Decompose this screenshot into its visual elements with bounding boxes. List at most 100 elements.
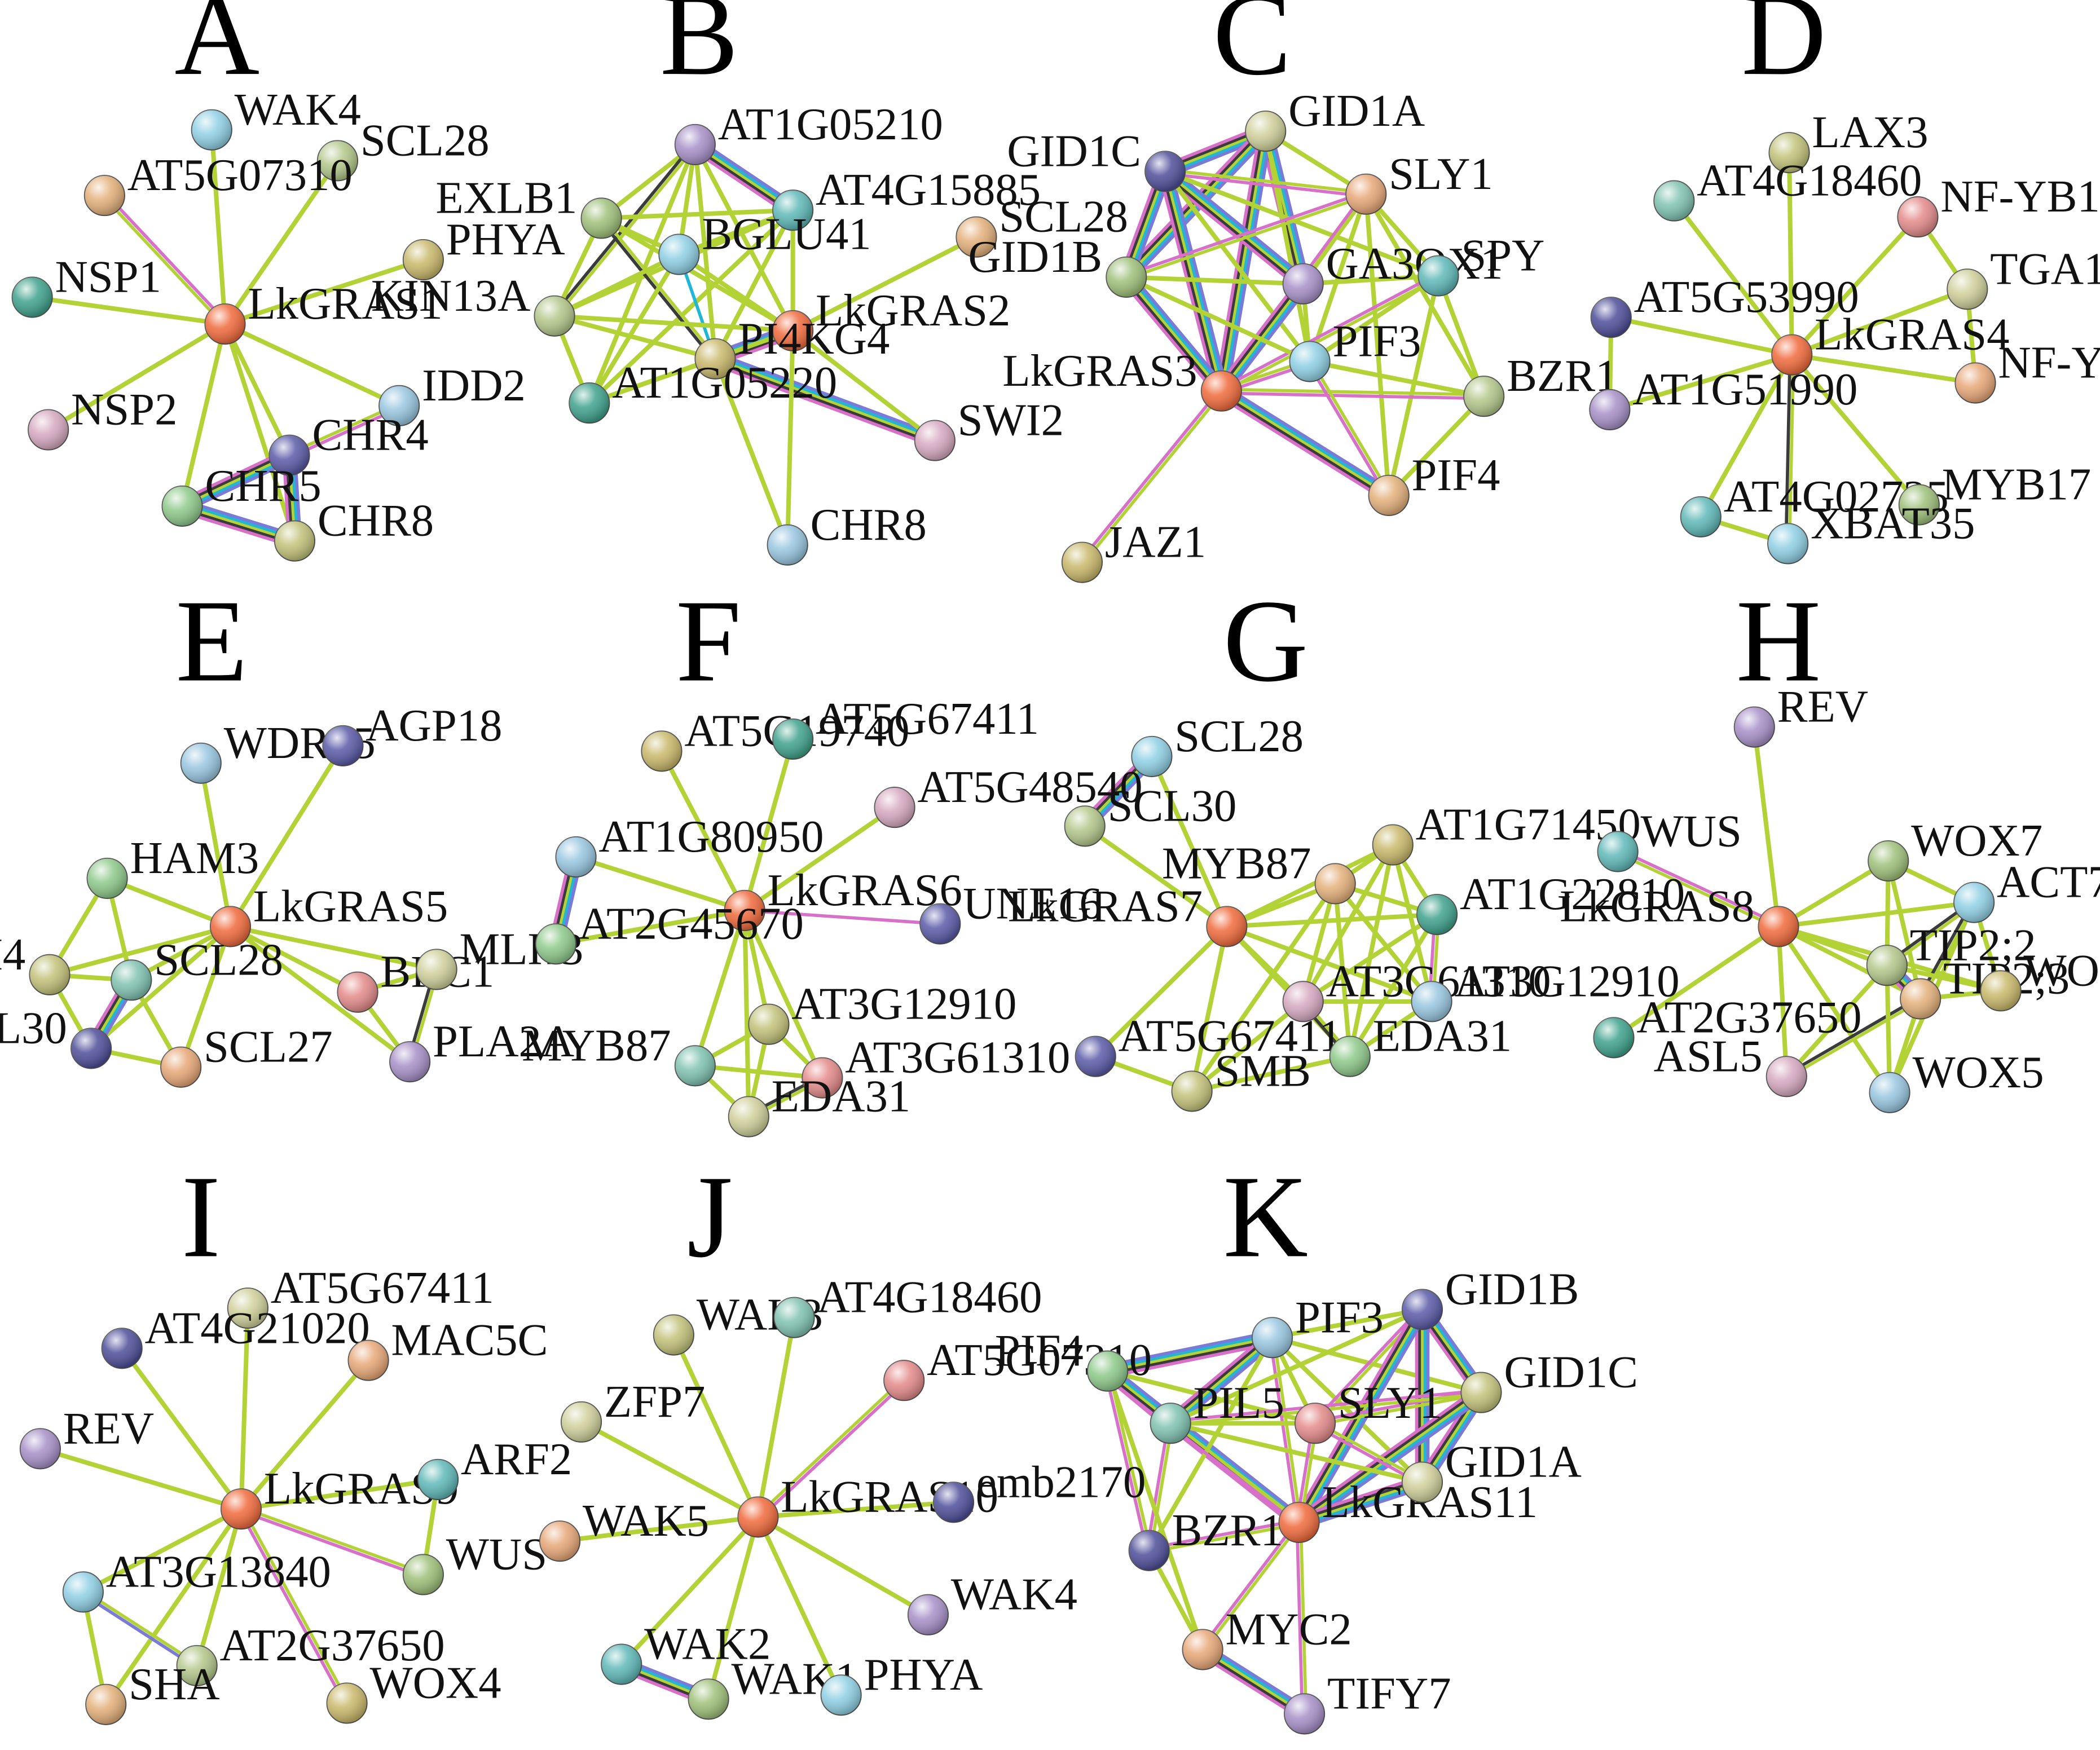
panel-c-node[interactable]: JAZ1 [1061, 517, 1206, 583]
panel-i-node[interactable]: WUS [402, 1529, 547, 1595]
panel-a-node[interactable]: CHR8 [274, 496, 434, 562]
panel-b-node[interactable]: BGLU41 [658, 209, 871, 275]
panel-a-node[interactable]: LkGRAS1 [204, 279, 443, 345]
panel-d-node[interactable]: AT1G51990 [1589, 364, 1857, 431]
panel-g-node[interactable]: SMB [1171, 1046, 1311, 1112]
panel-i-node[interactable]: AT2G37650 [176, 1620, 445, 1686]
panel-h-node[interactable]: REV [1733, 682, 1868, 748]
panel-a-node[interactable]: CHR5 [161, 461, 322, 527]
panel-f-node[interactable]: MYB87 [522, 1020, 716, 1087]
panel-k-node[interactable]: GID1A [1401, 1437, 1582, 1503]
panel-b-node[interactable]: AT1G05220 [569, 358, 837, 424]
panel-h-node[interactable]: ASL5 [1654, 1031, 1807, 1097]
panel-e-node[interactable]: HAM4 [0, 929, 71, 995]
panel-h-node[interactable]: WOX5 [1869, 1047, 2044, 1113]
panel-f-node[interactable]: AT2G45670 [535, 898, 804, 965]
panel-e-node[interactable]: SCL27 [160, 1022, 333, 1088]
panel-a-node[interactable]: CHR4 [268, 410, 429, 476]
panel-i-node[interactable]: AT5G67411 [227, 1263, 494, 1329]
panel-f-node[interactable]: AT3G61310 [802, 1033, 1070, 1099]
panel-k-node[interactable]: MYC2 [1182, 1604, 1352, 1670]
panel-e-node[interactable]: LkGRAS5 [209, 881, 448, 947]
panel-k-node[interactable]: GID1B [1401, 1264, 1579, 1330]
panel-e-node[interactable]: SCL30 [0, 1003, 112, 1069]
panel-h-node[interactable]: WUS [1597, 806, 1742, 872]
panel-j-node[interactable]: PHYA [820, 1650, 983, 1716]
panel-j-node[interactable]: WAK4 [907, 1570, 1077, 1636]
panel-d-node[interactable]: TGA10 [1947, 244, 2100, 310]
panel-f-node[interactable]: AT1G80950 [555, 812, 824, 878]
panel-c-node[interactable]: GID1A [1245, 86, 1425, 152]
panel-d-node[interactable]: NF-YB13 [1897, 171, 2100, 238]
panel-b-node[interactable]: CHR8 [767, 500, 927, 566]
panel-g-node[interactable]: AT1G22810 [1416, 869, 1685, 936]
panel-f-node[interactable]: EDA31 [728, 1072, 911, 1138]
panel-c-node[interactable]: LkGRAS3 [1002, 346, 1242, 412]
panel-g-node[interactable]: EDA31 [1329, 1011, 1512, 1077]
panel-j-node[interactable]: ZFP7 [560, 1377, 705, 1443]
panel-b-node[interactable]: SCL28 [956, 192, 1128, 258]
panel-a-node[interactable]: NSP1 [11, 252, 161, 318]
panel-f-node[interactable]: UNE16 [919, 879, 1102, 945]
panel-e-node[interactable]: HAM3 [86, 833, 259, 899]
panel-j-node[interactable]: WAK2 [601, 1619, 771, 1685]
panel-c-node[interactable]: PIF3 [1289, 316, 1421, 382]
panel-d-node[interactable]: MYB17 [1898, 460, 2092, 526]
panel-d-node[interactable]: LkGRAS4 [1771, 310, 2009, 376]
panel-f-node[interactable]: AT5G48540 [874, 762, 1143, 828]
panel-j-node[interactable]: WAK1 [688, 1654, 858, 1720]
panel-c-node[interactable]: GID1B [968, 232, 1147, 298]
panel-b-node[interactable]: PI4KG4 [694, 314, 890, 380]
panel-j-node[interactable]: WAK5 [539, 1496, 709, 1562]
panel-i-node[interactable]: MAC5C [347, 1315, 548, 1381]
panel-k-node[interactable]: PIF3 [1252, 1292, 1384, 1359]
panel-a-node[interactable]: PHYA [402, 214, 565, 281]
panel-a-node[interactable]: IDD2 [378, 360, 526, 426]
panel-a-node[interactable]: NSP2 [28, 385, 177, 451]
panel-i-node[interactable]: ARF2 [417, 1434, 572, 1500]
panel-a-node[interactable]: AT5G07310 [83, 150, 353, 217]
panel-c-node[interactable]: GID1C [1007, 126, 1186, 192]
panel-f-node[interactable]: AT5G67411 [772, 694, 1039, 760]
panel-i-node[interactable]: AT4G21020 [101, 1303, 370, 1369]
panel-k-node[interactable]: PIF4 [995, 1326, 1129, 1392]
panel-g-node[interactable]: LkGRAS7 [1008, 881, 1248, 947]
panel-h-node[interactable]: WOX7 [1868, 816, 2042, 882]
panel-d-node[interactable]: XBAT35 [1767, 498, 1975, 565]
panel-h-node[interactable]: WOX4 [1980, 945, 2100, 1012]
panel-b-node[interactable]: LkGRAS2 [772, 285, 1010, 351]
panel-g-node[interactable]: SCL28 [1131, 711, 1304, 777]
panel-k-node[interactable]: PIL5 [1150, 1378, 1284, 1444]
panel-b-node[interactable]: AT1G05210 [674, 99, 943, 165]
panel-d-node[interactable]: NF-YB12 [1954, 338, 2100, 404]
panel-j-node[interactable]: AT4G18460 [773, 1272, 1042, 1338]
panel-f-node[interactable]: AT3G12910 [748, 979, 1016, 1045]
panel-c-node[interactable]: GA3OX1 [1282, 239, 1503, 305]
panel-h-node[interactable]: ACT7 [1953, 857, 2100, 923]
panel-b-node[interactable]: AT4G15885 [772, 165, 1041, 231]
panel-k-node[interactable]: SLY1 [1295, 1378, 1442, 1444]
panel-e-node[interactable]: SCL28 [111, 934, 283, 1001]
panel-k-node[interactable]: BZR1 [1128, 1505, 1283, 1571]
panel-k-node[interactable]: TIFY7 [1284, 1668, 1451, 1735]
panel-d-node[interactable]: LAX3 [1768, 107, 1929, 174]
panel-h-node[interactable]: LkGRAS8 [1560, 881, 1799, 947]
panel-j-node[interactable]: emb2170 [933, 1457, 1146, 1523]
panel-g-node[interactable]: MYB87 [1162, 838, 1356, 905]
panel-i-node[interactable]: WOX4 [326, 1658, 501, 1724]
panel-b-node[interactable]: EXLB1 [435, 173, 622, 239]
panel-e-node[interactable]: PLA2A [389, 1016, 574, 1083]
panel-g-node[interactable]: SCL30 [1064, 781, 1237, 847]
panel-k-node[interactable]: GID1C [1460, 1347, 1638, 1413]
panel-a-node[interactable]: WAK4 [191, 85, 361, 151]
panel-b-node[interactable]: SWI2 [914, 395, 1064, 461]
panel-c-node[interactable]: SPY [1417, 231, 1544, 297]
panel-c-node[interactable]: SLY1 [1345, 149, 1493, 215]
panel-g-node[interactable]: AT5G67411 [1075, 1011, 1342, 1077]
panel-i-node[interactable]: AT3G13840 [62, 1546, 331, 1613]
panel-h-node[interactable]: TIP2;2 [1866, 920, 2036, 986]
panel-e-node[interactable]: AGP18 [322, 700, 503, 766]
panel-i-node[interactable]: REV [19, 1403, 154, 1470]
panel-h-node[interactable]: AT2G37650 [1593, 992, 1861, 1059]
panel-i-node[interactable]: SHA [85, 1659, 220, 1725]
